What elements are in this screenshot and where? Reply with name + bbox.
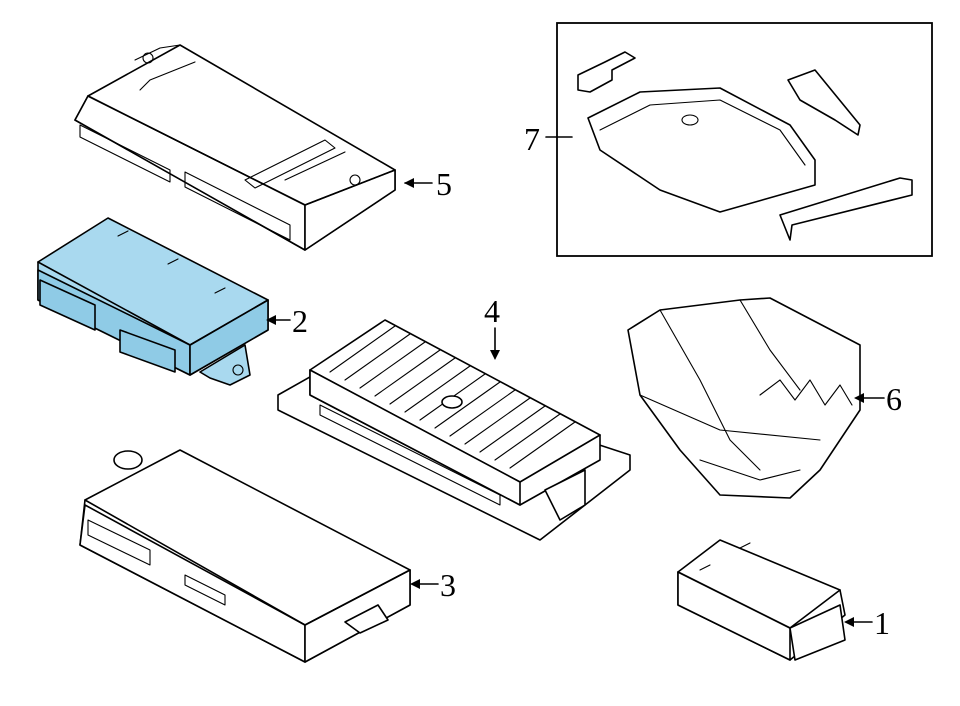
callout-4-label: 4	[484, 293, 500, 329]
callout-4: 4	[484, 293, 500, 360]
part-4-module[interactable]	[277, 319, 631, 541]
callout-7: 7	[524, 121, 573, 157]
part-3-module[interactable]	[79, 449, 411, 663]
part-7-box[interactable]	[556, 22, 933, 257]
callout-5: 5	[404, 166, 452, 202]
callout-2: 2	[266, 303, 308, 339]
callout-2-label: 2	[292, 303, 308, 339]
callout-3: 3	[410, 567, 456, 603]
callout-1: 1	[844, 605, 890, 641]
part-6-bracket[interactable]	[627, 297, 861, 499]
callout-6-label: 6	[886, 381, 902, 417]
callout-5-label: 5	[436, 166, 452, 202]
callout-6: 6	[854, 381, 902, 417]
part-5-module[interactable]	[74, 44, 396, 251]
part-1-module[interactable]	[677, 539, 846, 661]
callout-7-label: 7	[524, 121, 540, 157]
part-2-module[interactable]	[37, 217, 269, 386]
callout-3-label: 3	[440, 567, 456, 603]
callout-1-label: 1	[874, 605, 890, 641]
